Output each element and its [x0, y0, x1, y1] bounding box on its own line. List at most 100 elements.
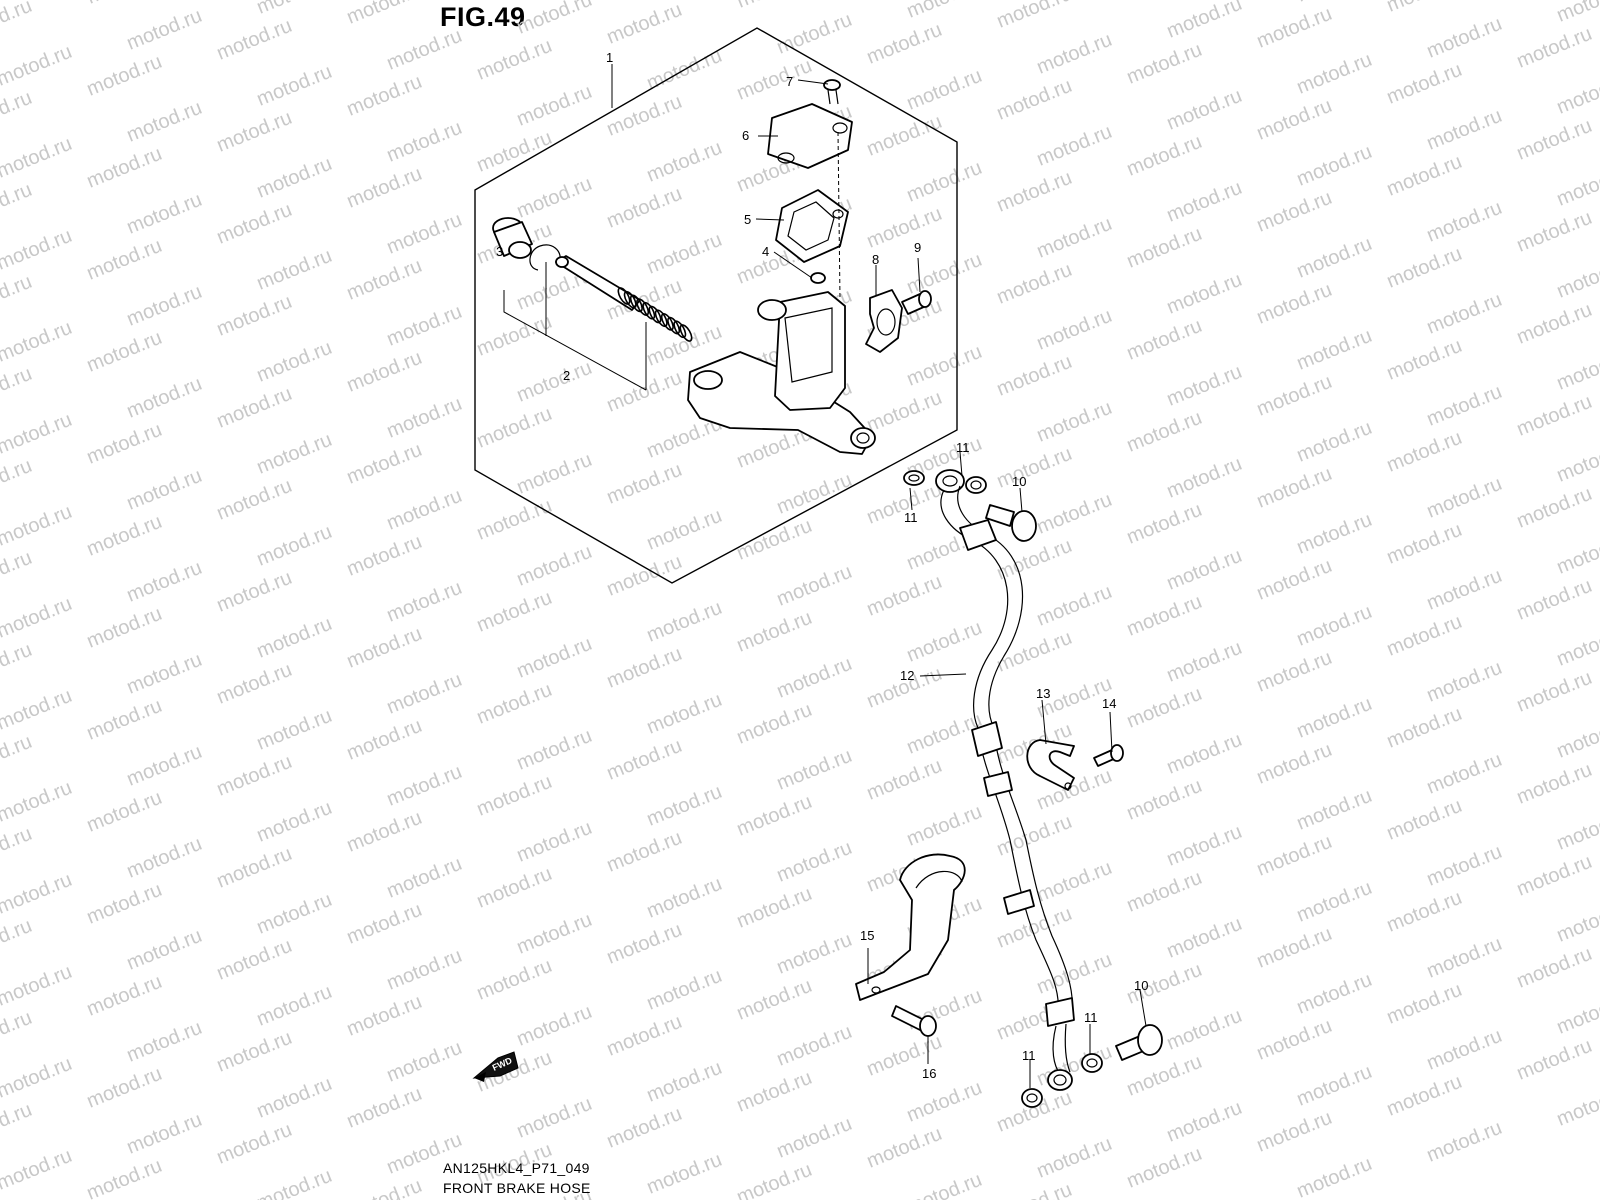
watermark-text: motod.ru	[1424, 657, 1505, 707]
watermark-text: motod.ru	[774, 653, 855, 703]
callout-2: 2	[563, 368, 570, 383]
watermark-text: motod.ru	[904, 157, 985, 207]
watermark-text: motod.ru	[0, 409, 75, 459]
watermark-text: motod.ru	[1514, 759, 1595, 809]
watermark-text: motod.ru	[214, 567, 295, 617]
watermark-text: motod.ru	[124, 373, 205, 423]
watermark-text: motod.ru	[904, 1077, 985, 1127]
watermark-text: motod.ru	[734, 1067, 815, 1117]
watermark-text: motod.ru	[994, 903, 1075, 953]
piston-spring	[617, 287, 693, 342]
watermark-text: motod.ru	[1294, 601, 1375, 651]
watermark-text: motod.ru	[1424, 933, 1505, 983]
watermark-text: motod.ru	[1124, 131, 1205, 181]
watermark-text: motod.ru	[0, 41, 75, 91]
watermark-text: motod.ru	[1554, 897, 1600, 947]
watermark-text: motod.ru	[1164, 361, 1245, 411]
watermark-text: motod.ru	[1384, 611, 1465, 661]
callout-11-lower-left: 11	[1022, 1048, 1036, 1063]
watermark-text: motod.ru	[0, 961, 75, 1011]
watermark-text: motod.ru	[1384, 887, 1465, 937]
watermark-text: motod.ru	[1164, 821, 1245, 871]
watermark-text: motod.ru	[1124, 591, 1205, 641]
watermark-text: motod.ru	[384, 577, 465, 627]
watermark-text: motod.ru	[1294, 141, 1375, 191]
watermark-text: motod.ru	[774, 9, 855, 59]
watermark-text: motod.ru	[604, 91, 685, 141]
watermark-text: motod.ru	[344, 255, 425, 305]
watermark-text: motod.ru	[1034, 29, 1115, 79]
brake-hose	[940, 485, 1075, 1075]
watermark-text: motod.ru	[124, 1017, 205, 1067]
watermark-text: motod.ru	[84, 235, 165, 285]
watermark-text: motod.ru	[1124, 683, 1205, 733]
watermark-text: motod.ru	[734, 883, 815, 933]
watermark-text: motod.ru	[84, 971, 165, 1021]
watermark-text: motod.ru	[604, 551, 685, 601]
watermark-text: motod.ru	[0, 1099, 35, 1149]
watermark-text: motod.ru	[254, 889, 335, 939]
watermark-text: motod.ru	[864, 1123, 945, 1173]
watermark-text: motod.ru	[904, 341, 985, 391]
watermark-text: motod.ru	[124, 281, 205, 331]
watermark-text: motod.ru	[254, 61, 335, 111]
watermark-text: motod.ru	[1424, 13, 1505, 63]
callout-11-upper-right: 11	[956, 440, 970, 455]
watermark-text: motod.ru	[604, 919, 685, 969]
watermark-text: motod.ru	[254, 429, 335, 479]
watermark-text: motod.ru	[84, 879, 165, 929]
watermark-text: motod.ru	[1034, 581, 1115, 631]
watermark-text: motod.ru	[254, 981, 335, 1031]
watermark-text: motod.ru	[1424, 289, 1505, 339]
watermark-text: motod.ru	[0, 1145, 75, 1195]
watermark-text: motod.ru	[1424, 841, 1505, 891]
watermark-text: motod.ru	[0, 777, 75, 827]
watermark-text: motod.ru	[1034, 1041, 1115, 1091]
watermark-text: motod.ru	[1384, 427, 1465, 477]
watermark-text: motod.ru	[254, 1073, 335, 1123]
watermark-text: motod.ru	[384, 669, 465, 719]
watermark-text: motod.ru	[1514, 299, 1595, 349]
watermark-text: motod.ru	[1164, 1097, 1245, 1147]
watermark-text: motod.ru	[344, 715, 425, 765]
watermark-text: motod.ru	[254, 153, 335, 203]
watermark-text: motod.ru	[1424, 749, 1505, 799]
watermark-text: motod.ru	[344, 163, 425, 213]
watermark-text: motod.ru	[1164, 913, 1245, 963]
watermark-text: motod.ru	[1424, 381, 1505, 431]
callout-16: 16	[922, 1066, 936, 1081]
watermark-text: motod.ru	[1294, 1153, 1375, 1200]
watermark-text: motod.ru	[214, 751, 295, 801]
alignment-line	[837, 131, 841, 301]
watermark-text: motod.ru	[1554, 529, 1600, 579]
watermark-text: motod.ru	[214, 107, 295, 157]
watermark-text: motod.ru	[644, 0, 725, 3]
watermark-text: motod.ru	[214, 475, 295, 525]
watermark-text: motod.ru	[0, 915, 35, 965]
watermark-text: motod.ru	[0, 271, 35, 321]
master-cylinder-body	[687, 291, 876, 455]
spring-coil	[679, 324, 693, 342]
watermark-text: motod.ru	[1294, 1061, 1375, 1111]
watermark-text: motod.ru	[514, 173, 595, 223]
watermark-text: motod.ru	[1424, 105, 1505, 155]
watermark-text: motod.ru	[1124, 1143, 1205, 1193]
watermark-text: motod.ru	[1554, 713, 1600, 763]
watermark-text: motod.ru	[1554, 69, 1600, 119]
watermark-text: motod.ru	[514, 817, 595, 867]
watermark-text: motod.ru	[344, 807, 425, 857]
watermark-text: motod.ru	[0, 593, 75, 643]
watermark-text: motod.ru	[904, 1169, 985, 1200]
watermark-text: motod.ru	[864, 387, 945, 437]
watermark-text: motod.ru	[1384, 335, 1465, 385]
watermark-text: motod.ru	[644, 137, 725, 187]
watermark-text: motod.ru	[1384, 151, 1465, 201]
watermark-text: motod.ru	[644, 873, 725, 923]
watermark-text: motod.ru	[1424, 1117, 1505, 1167]
watermark-text: motod.ru	[514, 633, 595, 683]
watermark-text: motod.ru	[774, 1021, 855, 1071]
watermark-text: motod.ru	[1514, 483, 1595, 533]
drawing-title: FRONT BRAKE HOSE	[443, 1180, 591, 1196]
watermark-text: motod.ru	[1164, 0, 1245, 43]
watermark-text: motod.ru	[604, 735, 685, 785]
